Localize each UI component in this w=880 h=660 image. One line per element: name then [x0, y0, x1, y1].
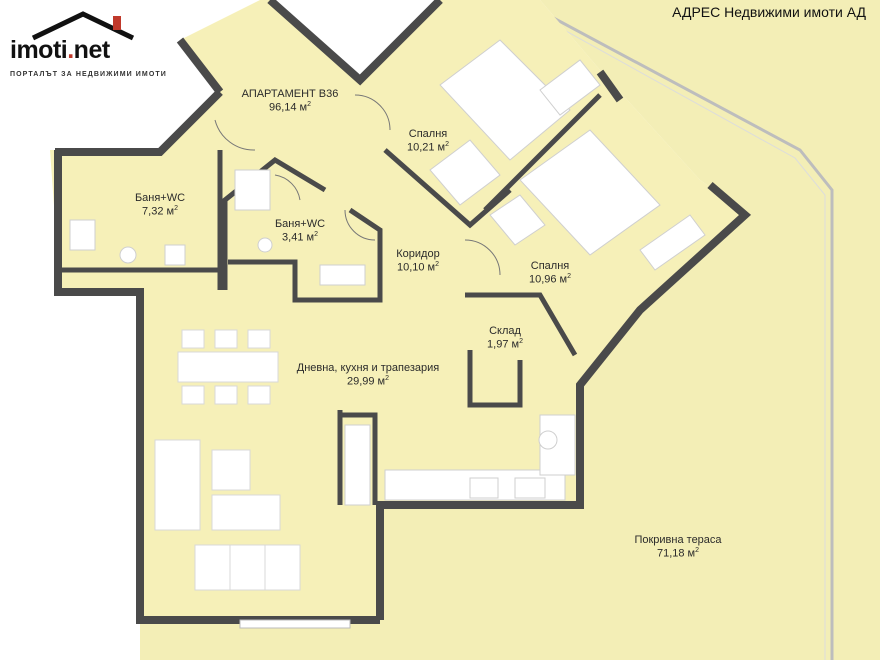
door-swings	[214, 94, 501, 276]
room-label-bath-wc-2: Баня+WC 3,41 м2	[274, 218, 326, 244]
room-label-bath-wc-1: Баня+WC 7,32 м2	[134, 192, 186, 218]
terrace-floor	[140, 0, 880, 660]
living-furniture	[154, 439, 301, 591]
terrace-railing	[519, 0, 834, 660]
house-roof-icon	[31, 11, 135, 41]
kitchen-counter	[344, 414, 576, 506]
room-label-corridor: Коридор 10,10 м2	[396, 248, 440, 274]
logo-main-text: imoti	[10, 36, 68, 64]
apartment-label: АПАРТАМЕНТ B36 96,14 м2	[242, 88, 339, 115]
logo-wordmark: imoti.net	[10, 36, 110, 65]
logo-tld-text: net	[73, 36, 111, 64]
room-label-bedroom-1: Спалня 10,21 м2	[406, 128, 450, 154]
bathroom-fixtures	[69, 169, 366, 286]
room-label-storage: Склад 1,97 м2	[487, 325, 523, 351]
apartment-name: АПАРТАМЕНТ B36	[241, 88, 339, 100]
room-label-bedroom-2: Спалня 10,96 м2	[528, 260, 572, 286]
room-label-living: Дневна, кухня и трапезария 29,99 м2	[296, 362, 440, 388]
bottom-window-strip	[239, 619, 351, 629]
agency-name: АДРЕС Недвижими имоти АД	[672, 4, 866, 20]
bed-1	[429, 39, 601, 206]
dining-set	[177, 329, 279, 405]
imoti-logo[interactable]	[8, 6, 178, 86]
room-label-terrace: Покривна тераса 71,18 м2	[634, 534, 722, 560]
bed-2	[489, 129, 706, 271]
apartment-area: 96,14 м2	[268, 101, 312, 114]
terrace-railing-inner	[509, 0, 826, 660]
shaft-void	[270, 0, 440, 75]
logo-tagline: ПОРТАЛЪТ ЗА НЕДВИЖИМИ ИМОТИ	[10, 71, 167, 78]
outer-walls	[54, 0, 752, 624]
logo-dot: .	[67, 36, 74, 64]
